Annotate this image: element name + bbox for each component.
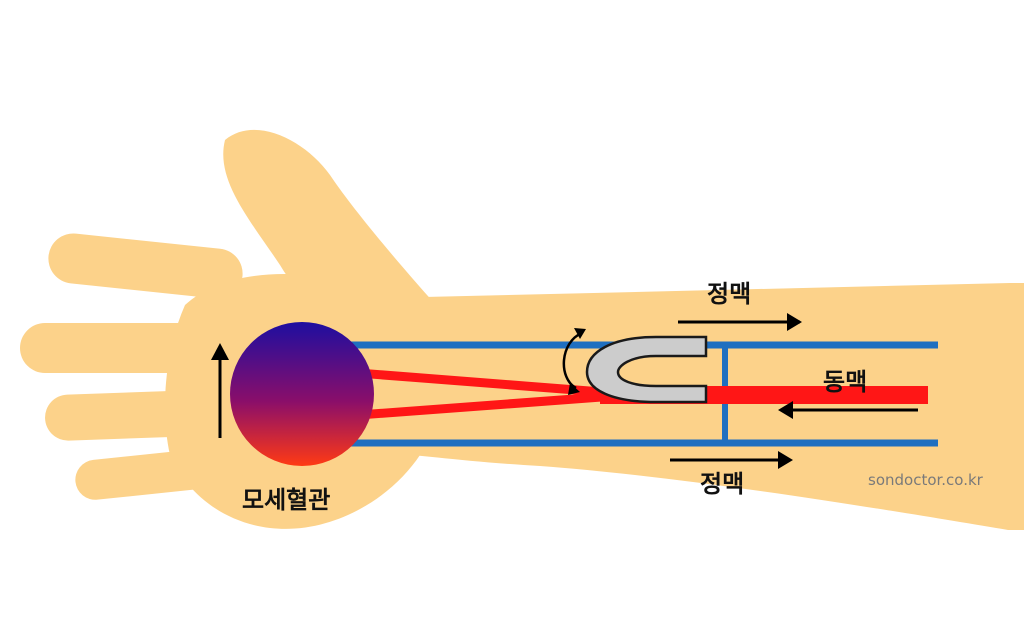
middle-finger [20,323,235,373]
flow-arrows [211,313,918,469]
hand-arm-silhouette [20,129,1024,530]
arrow-up-icon [211,343,229,438]
arrow-right-icon [678,313,802,331]
curved-arrow-icon [562,328,586,395]
ring-finger [45,389,240,441]
thumb [223,129,445,340]
watermark-text: sondoctor.co.kr [868,471,984,489]
index-finger [48,233,243,299]
little-finger [75,446,245,500]
capillary-sphere [230,322,374,466]
capillary-label: 모세혈관 [242,486,330,514]
arrow-right-icon [670,451,793,469]
artery-lower-branch [344,391,616,421]
arrow-left-icon [778,401,918,419]
vein-label-bottom: 정맥 [700,470,744,498]
vein-label-top: 정맥 [707,280,751,308]
fistula-needle [585,335,708,404]
artery-label: 동맥 [823,368,867,396]
